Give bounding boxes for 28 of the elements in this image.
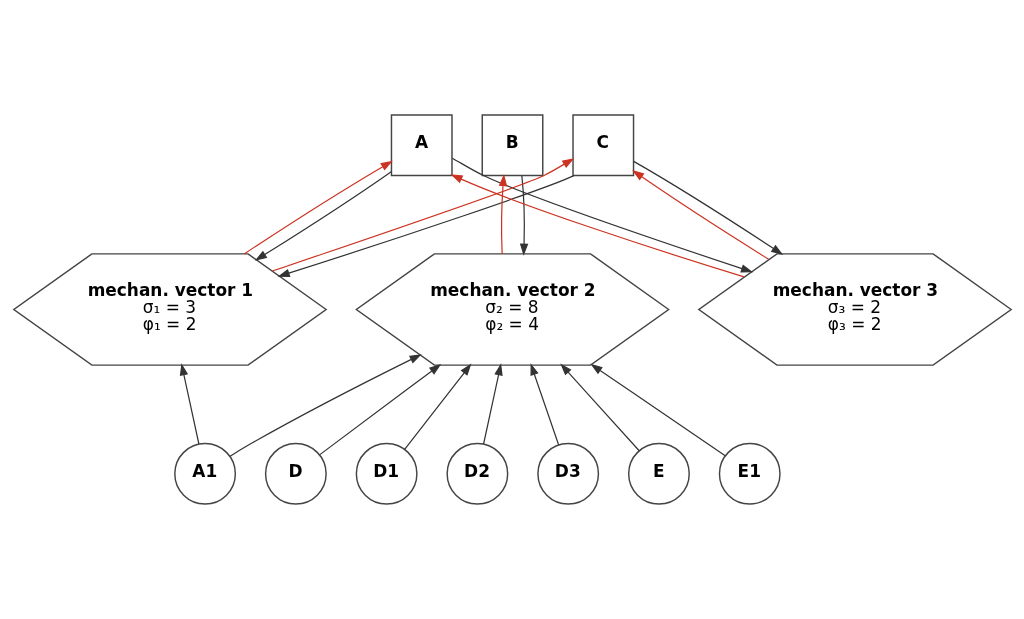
arrow <box>589 363 726 457</box>
arrow <box>632 160 783 255</box>
node-box: A <box>390 114 453 177</box>
arrow <box>403 363 471 450</box>
arrow <box>530 363 559 446</box>
node-circle: D2 <box>445 442 508 505</box>
node-circle: E <box>627 442 690 505</box>
arrow <box>519 175 528 256</box>
node-circle: D <box>264 442 327 505</box>
arrow <box>229 354 422 457</box>
arrow <box>318 363 441 456</box>
arrow <box>179 363 199 445</box>
arrow <box>559 363 640 452</box>
node-circle: A1 <box>173 442 236 505</box>
arrow <box>498 174 507 255</box>
node-box: C <box>571 114 634 177</box>
arrow <box>254 171 392 261</box>
arrow <box>450 174 745 278</box>
node-box: B <box>481 114 543 177</box>
node-circle: D3 <box>536 442 599 505</box>
arrow <box>482 363 503 445</box>
arrow <box>277 175 574 278</box>
node-circle: D1 <box>355 442 418 505</box>
arrow <box>243 160 393 255</box>
arrow <box>271 158 574 272</box>
arrow <box>631 170 769 260</box>
node-circle: E1 <box>718 442 781 505</box>
arrow <box>451 157 753 273</box>
